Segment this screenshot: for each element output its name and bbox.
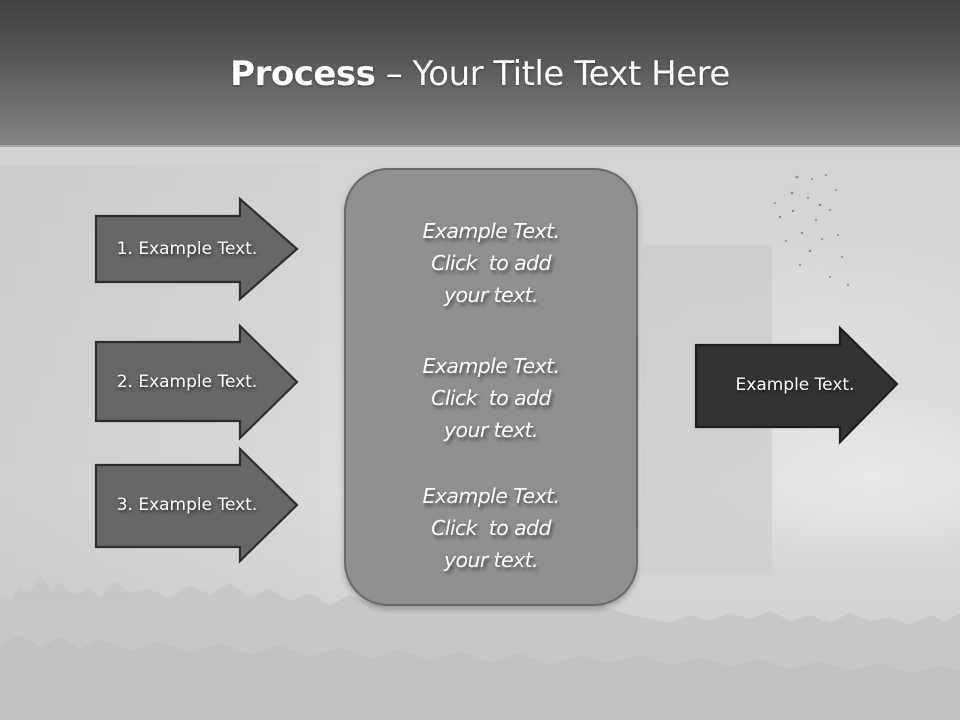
input-arrow-1-label: 1. Example Text.	[116, 239, 258, 259]
center-text-line: Example Text.	[422, 219, 561, 243]
center-text-line: Example Text.	[422, 354, 561, 378]
input-arrow-2-label: 2. Example Text.	[116, 372, 258, 392]
center-text-line: Example Text.	[422, 484, 561, 508]
center-text-line: Click to add	[431, 251, 551, 275]
center-text-line: Click to add	[431, 516, 551, 540]
arrow-right-icon	[94, 323, 299, 441]
center-text-line: Click to add	[431, 386, 551, 410]
input-arrow-2[interactable]: 2. Example Text.	[94, 323, 300, 441]
city-skyline-silhouette	[0, 575, 960, 720]
center-text-line: your text.	[444, 548, 539, 572]
title-bold: Process	[230, 54, 376, 94]
center-text-block-1[interactable]: Example Text. Click to add your text.	[346, 215, 636, 311]
center-text-line: your text.	[444, 418, 539, 442]
arrow-right-icon	[94, 446, 299, 564]
center-text-block-3[interactable]: Example Text. Click to add your text.	[346, 480, 636, 576]
birds-decoration	[774, 174, 849, 286]
input-arrow-3-label: 3. Example Text.	[116, 495, 258, 515]
center-text-block-2[interactable]: Example Text. Click to add your text.	[346, 350, 636, 446]
title-text: Your Title Text Here	[412, 54, 731, 94]
title-bar: Process – Your Title Text Here	[0, 0, 960, 147]
input-arrow-3[interactable]: 3. Example Text.	[94, 446, 300, 564]
input-arrow-1[interactable]: 1. Example Text.	[94, 196, 300, 302]
title-dash: –	[375, 54, 413, 94]
center-process-box[interactable]: Example Text. Click to add your text. Ex…	[344, 168, 638, 606]
arrow-right-icon	[694, 325, 899, 445]
output-arrow[interactable]: Example Text.	[694, 325, 900, 445]
slide-title[interactable]: Process – Your Title Text Here	[0, 52, 960, 96]
arrow-right-icon	[94, 196, 299, 302]
output-arrow-label: Example Text.	[735, 375, 855, 395]
center-text-line: your text.	[444, 283, 539, 307]
